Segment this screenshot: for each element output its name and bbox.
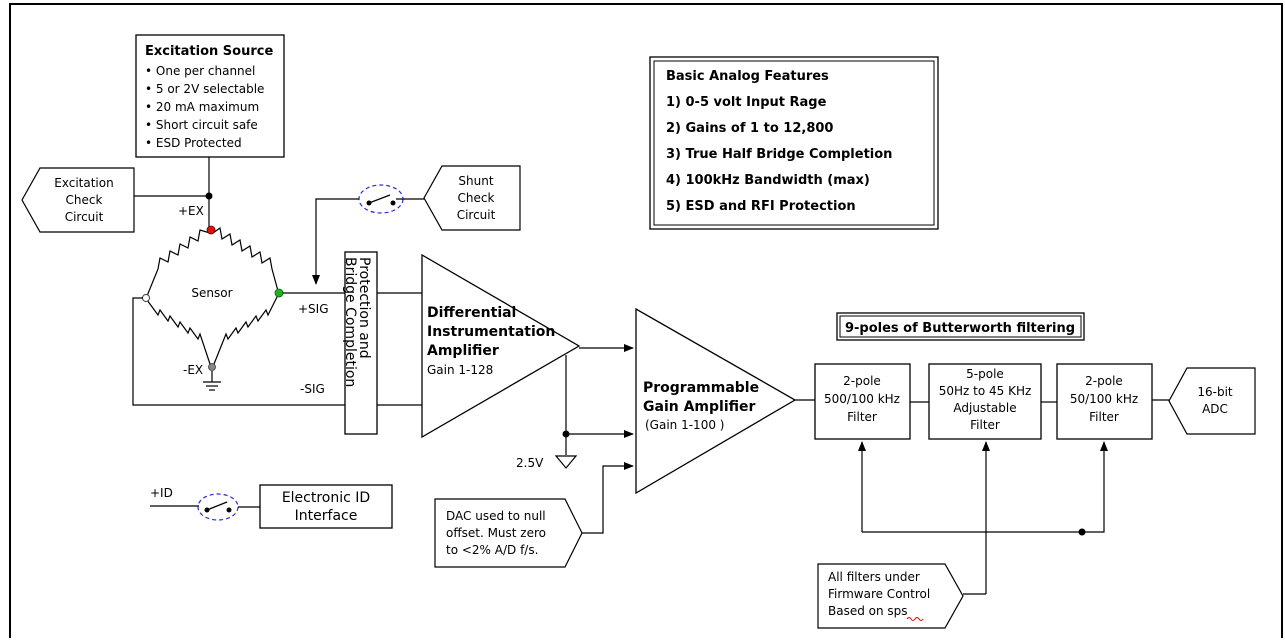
shunt-check-line: Check — [458, 191, 495, 205]
amp-wires — [565, 344, 634, 455]
minus-ex-node — [208, 363, 216, 371]
excitation-item: • 20 mA maximum — [145, 100, 259, 114]
filter2-line: Adjustable — [953, 401, 1016, 415]
basic-analog-features-box: Basic Analog Features 1) 0-5 volt Input … — [649, 56, 939, 230]
plus-ex-label: +EX — [178, 204, 204, 218]
shunt-check-line: Circuit — [457, 208, 496, 222]
sensor-bridge — [146, 226, 279, 365]
reference-ground-icon — [554, 455, 578, 469]
filter2-line: 50Hz to 45 KHz — [939, 384, 1032, 398]
filter3-line: Filter — [1089, 410, 1119, 424]
feature-item: 2) Gains of 1 to 12,800 — [666, 121, 833, 136]
filter1-line: Filter — [847, 410, 877, 424]
dac-note-line: offset. Must zero — [446, 526, 546, 540]
adc-line: ADC — [1202, 402, 1228, 416]
filter-1: 2-pole 500/100 kHz Filter — [814, 363, 911, 440]
excitation-item: • One per channel — [145, 64, 255, 78]
dac-wire — [582, 462, 634, 534]
minus-ex-label: -EX — [183, 363, 203, 377]
firmware-note-line: All filters under — [828, 570, 920, 584]
electronic-id-line: Electronic ID — [282, 490, 370, 506]
excitation-source-box: Excitation Source • One per channel • 5 … — [135, 34, 285, 158]
left-node — [142, 294, 150, 302]
features-title: Basic Analog Features — [666, 69, 829, 84]
plus-sig-label: +SIG — [298, 302, 329, 316]
firmware-control-wires — [858, 441, 1108, 595]
firmware-note: All filters under Firmware Control Based… — [817, 563, 964, 629]
excitation-check-line: Circuit — [65, 210, 104, 224]
dac-note: DAC used to null offset. Must zero to <2… — [434, 498, 583, 568]
bridge-wires — [132, 292, 345, 406]
adc-block: 16-bit ADC — [1168, 367, 1256, 435]
excitation-item: • 5 or 2V selectable — [145, 82, 264, 96]
firmware-junction — [1078, 528, 1086, 536]
protection-label: Protection and — [356, 257, 372, 359]
filter2-line: 5-pole — [966, 367, 1004, 381]
pga-gain: (Gain 1-100 ) — [645, 418, 724, 432]
feature-item: 1) 0-5 volt Input Rage — [666, 95, 827, 110]
shunt-check-line: Shunt — [458, 174, 493, 188]
id-switch-icon — [197, 493, 239, 521]
bridge-completion-label: Bridge Completion — [342, 257, 358, 387]
plus-ex-node — [206, 225, 216, 235]
diff-amp-label: Instrumentation — [427, 324, 555, 340]
filter1-line: 500/100 kHz — [824, 392, 900, 406]
differential-amplifier: Differential Instrumentation Amplifier G… — [421, 253, 581, 439]
diff-amp-label: Amplifier — [427, 343, 499, 359]
minus-sig-label: -SIG — [300, 382, 325, 396]
electronic-id-box: Electronic ID Interface — [259, 484, 393, 529]
butterworth-label: 9-poles of Butterworth filtering — [845, 321, 1075, 336]
diagram-frame — [9, 3, 1283, 643]
shunt-check-circuit: Shunt Check Circuit — [423, 165, 521, 231]
excitation-check-circuit: Excitation Check Circuit — [21, 167, 135, 233]
excitation-check-line: Check — [66, 193, 103, 207]
adc-line: 16-bit — [1197, 385, 1233, 399]
electronic-id-line: Interface — [295, 508, 358, 524]
butterworth-label-box: 9-poles of Butterworth filtering — [836, 312, 1085, 341]
filter1-line: 2-pole — [843, 374, 881, 388]
excitation-source-title: Excitation Source — [145, 44, 273, 59]
firmware-note-line: Firmware Control — [828, 587, 930, 601]
plus-sig-node — [274, 288, 284, 298]
sensor-label: Sensor — [191, 286, 232, 300]
ref-voltage-label: 2.5V — [516, 456, 544, 470]
excitation-check-line: Excitation — [54, 176, 113, 190]
diff-amp-gain: Gain 1-128 — [427, 363, 493, 377]
excitation-item: • Short circuit safe — [145, 118, 258, 132]
protection-out-wires — [377, 292, 422, 406]
filter3-line: 2-pole — [1085, 374, 1123, 388]
reference-junction — [562, 430, 570, 438]
protection-bridge-completion-box: Protection and Bridge Completion — [342, 251, 378, 435]
filter-3: 2-pole 50/100 kHz Filter — [1056, 363, 1153, 440]
filter-2: 5-pole 50Hz to 45 KHz Adjustable Filter — [928, 363, 1042, 440]
dac-note-line: DAC used to null — [446, 509, 546, 523]
firmware-note-line: Based on sps — [828, 604, 908, 618]
shunt-wires — [312, 198, 424, 285]
programmable-gain-amplifier: Programmable Gain Amplifier (Gain 1-100 … — [635, 307, 797, 495]
feature-item: 3) True Half Bridge Completion — [666, 147, 892, 162]
feature-item: 4) 100kHz Bandwidth (max) — [666, 173, 870, 188]
ground-icon — [203, 371, 221, 391]
filter3-line: 50/100 kHz — [1070, 392, 1138, 406]
filter2-line: Filter — [970, 418, 1000, 432]
diff-amp-label: Differential — [427, 305, 516, 321]
spellcheck-underline — [906, 617, 924, 621]
id-label: +ID — [150, 486, 173, 500]
feature-item: 5) ESD and RFI Protection — [666, 199, 856, 214]
excitation-item: • ESD Protected — [145, 136, 242, 150]
pga-label: Programmable — [643, 380, 759, 396]
dac-note-line: to <2% A/D f/s. — [446, 543, 538, 557]
pga-label: Gain Amplifier — [643, 399, 755, 415]
excitation-junction — [205, 192, 213, 200]
